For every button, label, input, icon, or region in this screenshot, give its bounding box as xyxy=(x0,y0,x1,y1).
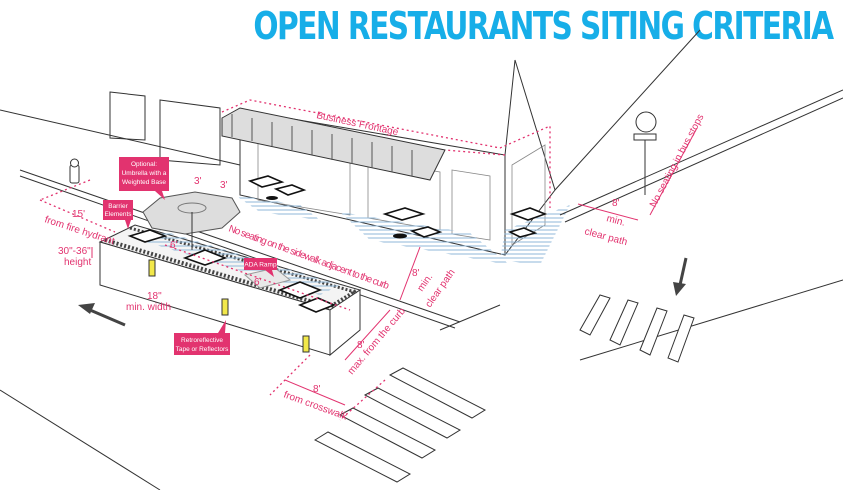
crosswalk xyxy=(313,294,695,483)
curb-distance-value: 8' xyxy=(357,340,365,351)
sidewalk-tables xyxy=(247,175,548,239)
awning xyxy=(221,107,446,181)
callout-text: Retroreflective xyxy=(181,337,223,344)
callout-retroreflective: Retroreflective Tape or Reflectors xyxy=(174,320,230,355)
spacing-label: 3' xyxy=(194,176,202,187)
spacing-label: 3' xyxy=(220,180,228,191)
crosswalk-distance-value: 8' xyxy=(313,384,321,395)
umbrella-icon xyxy=(142,191,241,250)
height-value: 30"-36" xyxy=(58,246,91,257)
spacing-label: 6' xyxy=(170,240,178,251)
curb xyxy=(0,89,843,490)
fire-hydrant-icon xyxy=(69,158,80,184)
hydrant-distance-value: 15' xyxy=(72,209,85,220)
callout-text: Umbrella with a xyxy=(122,170,167,177)
callout-text: Tape or Reflectors xyxy=(176,346,229,353)
spacing-label: 6' xyxy=(254,277,262,288)
traffic-direction-arrow-icon xyxy=(78,257,688,327)
clear-path-value: 8' xyxy=(412,268,420,279)
callout-barrier: Barrier Elements xyxy=(103,200,133,229)
callout-text: Elements xyxy=(104,211,132,218)
width-value: 18" xyxy=(147,291,162,302)
corner-clear-path-value: 8' xyxy=(612,198,620,209)
corner-clear-path-text: clear path xyxy=(583,226,628,248)
bus-stop-sign-icon xyxy=(633,111,657,195)
roadway-barrier xyxy=(98,224,362,357)
bus-stop-label: No seating in bus stops xyxy=(648,112,707,209)
height-text: height xyxy=(64,257,91,268)
dimension-lines xyxy=(39,127,698,421)
callout-text: Optional: xyxy=(131,161,157,168)
width-text: min. width xyxy=(126,302,171,313)
callout-text: ADA Ramp xyxy=(244,262,277,269)
callout-umbrella: Optional: Umbrella with a Weighted Base xyxy=(119,157,169,200)
diagram-title: OPEN RESTAURANTS SITING CRITERIA xyxy=(253,4,835,48)
callout-text: Weighted Base xyxy=(122,179,166,186)
corner-clear-path-text: min. xyxy=(605,213,626,229)
callout-ada-ramp: ADA Ramp xyxy=(244,258,277,277)
callout-text: Barrier xyxy=(108,203,128,210)
